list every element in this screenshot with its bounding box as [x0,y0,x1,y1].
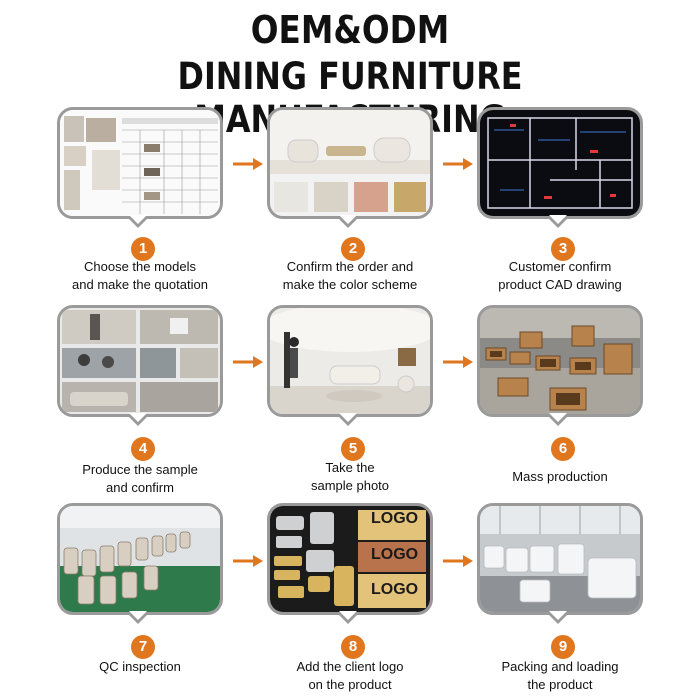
logo-sample-3: LOGO [371,581,419,598]
page-title-line1: OEM&ODM [250,8,450,52]
arrow-right-icon [443,555,473,567]
step-6-photo [477,305,643,426]
step-1-badge: 1 [131,237,155,261]
step-3-photo [477,107,643,228]
step-9-photo [477,503,643,624]
step-7-caption: QC inspection [99,659,181,674]
step-5-photo [267,305,433,426]
step-4-badge: 4 [131,437,155,461]
arrow-right-icon [233,555,263,567]
step-8-badge: 8 [341,635,365,659]
arrow-right-icon [443,158,473,170]
step-5-badge: 5 [341,437,365,461]
step-6-caption: Mass production [512,469,608,484]
logo-sample-1: LOGO [371,510,419,527]
step-6-badge: 6 [551,437,575,461]
step-2-badge: 2 [341,237,365,261]
step-7-badge: 7 [131,635,155,659]
step-2-photo [267,107,433,228]
arrow-right-icon [233,356,263,368]
logo-sample-2: LOGO [371,546,419,563]
step-3-badge: 3 [551,237,575,261]
arrow-right-icon [233,158,263,170]
step-7-photo [57,503,223,624]
step-8-photo: LOGO LOGO LOGO [267,503,433,624]
step-9-badge: 9 [551,635,575,659]
step-1-photo [57,107,223,228]
step-4-photo [57,305,223,426]
arrow-right-icon [443,356,473,368]
